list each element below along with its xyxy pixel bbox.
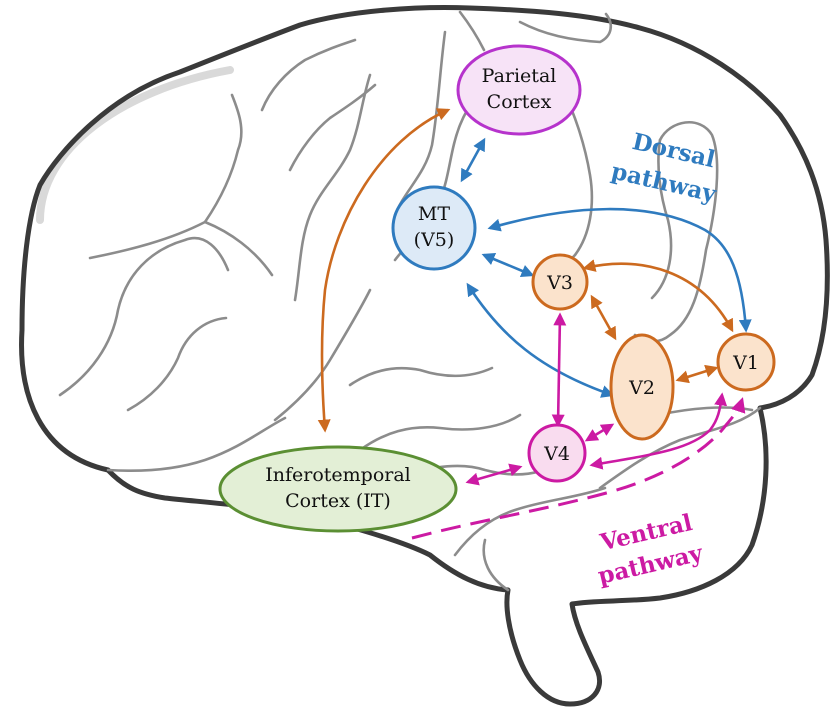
node-v3: V3 — [531, 253, 589, 311]
parietal-label-line2: Cortex — [487, 91, 552, 113]
parietal-label-line1: Parietal — [482, 65, 557, 87]
node-v4: V4 — [527, 423, 587, 483]
v4-label: V4 — [543, 443, 570, 465]
arrow-mt-v1 — [487, 207, 752, 333]
node-mt-v5: MT (V5) — [391, 185, 477, 271]
mt-label-line2: (V5) — [414, 229, 455, 251]
brain-outline — [19, 5, 830, 707]
dorsal-pathway-label: Dorsal pathway — [609, 128, 719, 208]
ventral-dashed-path — [411, 397, 746, 540]
v3-label: V3 — [546, 272, 573, 294]
arrow-v4-v2 — [584, 423, 615, 442]
node-inferotemporal-cortex: Inferotemporal Cortex (IT) — [218, 445, 458, 533]
arrow-parietal-mt — [460, 137, 486, 183]
connections — [317, 108, 752, 486]
arrow-v3-v1 — [582, 259, 734, 333]
arrow-mt-v2 — [466, 282, 615, 398]
arrow-v2-v1 — [675, 364, 719, 384]
v1-label: V1 — [732, 352, 759, 374]
node-parietal-cortex: Parietal Cortex — [456, 44, 582, 136]
arrow-v4-v1 — [589, 392, 728, 470]
v2-label: V2 — [628, 377, 655, 399]
it-label-line1: Inferotemporal — [265, 464, 411, 486]
arrow-parietal-it — [317, 108, 451, 433]
mt-label-line1: MT — [418, 203, 450, 225]
node-v2: V2 — [609, 333, 675, 441]
ventral-pathway-label: Ventral pathway — [595, 509, 705, 590]
node-v1: V1 — [716, 332, 776, 392]
arrow-v3-v2 — [590, 294, 617, 341]
it-label-line2: Cortex (IT) — [285, 490, 391, 512]
arrow-v3-v4 — [551, 312, 567, 428]
arrow-it-v4 — [465, 463, 523, 486]
arrow-mt-v3 — [481, 253, 535, 277]
